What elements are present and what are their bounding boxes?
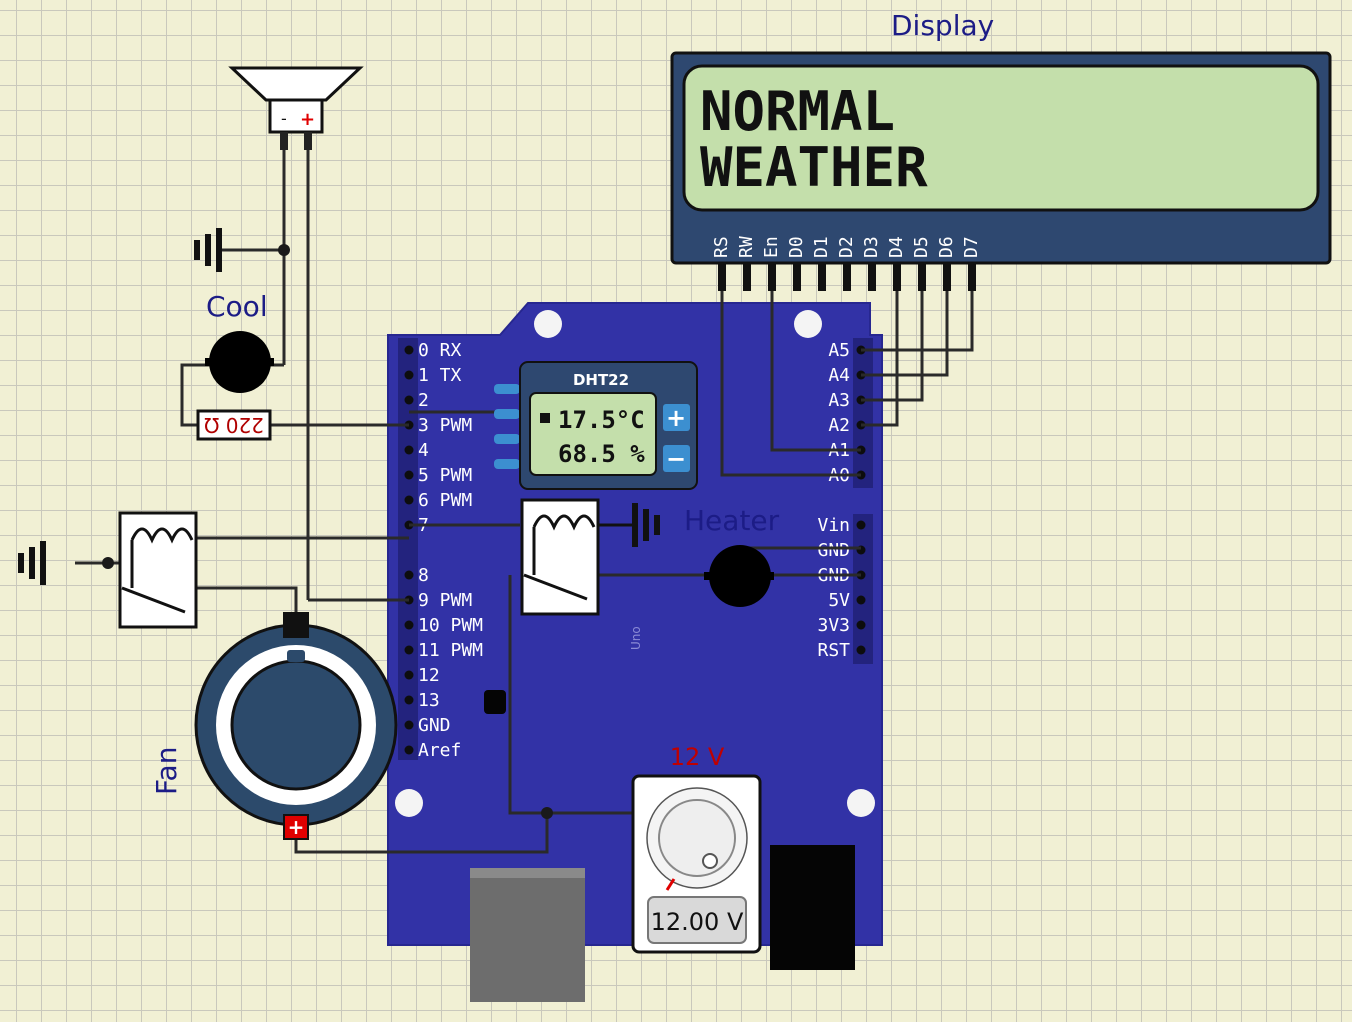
pin-label: 5 PWM [418,465,472,486]
cool-label: Cool [206,290,268,323]
lcd-pin-label: RS [711,236,732,258]
lcd-pin-label: D0 [786,236,807,258]
ground-icon [194,228,222,272]
dht22-humidity: 68.5 % [558,440,645,468]
lcd-pin-label: En [761,236,782,258]
pin-label: 5V [828,590,850,611]
dht22-temperature: 17.5°C [558,406,645,434]
pin-label: Vin [817,515,850,536]
voltage-title: 12 V [670,743,725,771]
lcd-pin-label: RW [736,236,757,258]
power-supply[interactable]: 12.00 V [631,774,762,954]
ground-icon [598,503,660,547]
pin-label: 12 [418,665,440,686]
fan-plus-terminal: + [288,815,305,839]
dht22-minus-button[interactable] [663,445,690,472]
pin-label: GND [817,540,850,561]
power-jack [770,845,855,970]
resistor[interactable]: 220 Ω [196,409,272,441]
pin-label: 9 PWM [418,590,472,611]
wire-junctions [102,244,553,819]
heater-label: Heater [684,504,780,537]
board-name: Uno [629,626,643,650]
digital-pin-labels: 0 RX 1 TX 2 3 PWM 4 5 PWM 6 PWM 7 8 9 PW… [418,340,483,761]
lcd-pin-label: D3 [861,236,882,258]
lcd-line-2: WEATHER [700,136,928,199]
dht22-plus-button[interactable] [663,404,690,431]
digital-pin-dots [404,345,414,755]
usb-connector [470,868,585,1002]
lcd-line-1: NORMAL [700,80,895,143]
heater-relay[interactable] [520,498,600,616]
analog-pin-labels: A5 A4 A3 A2 A1 A0 [828,340,850,486]
resistor-value: 220 Ω [204,413,264,437]
voltage-reading: 12.00 V [651,908,744,936]
pin-label: 8 [418,565,429,586]
lcd-pin-label: D1 [811,236,832,258]
lcd-pin-label: D4 [886,236,907,258]
lcd-pin-labels: RS RW En D0 D1 D2 D3 D4 D5 D6 D7 [711,236,982,258]
pin-label: 6 PWM [418,490,472,511]
button-chip[interactable] [484,690,506,714]
power-pin-labels: Vin GND GND 5V 3V3 RST [817,515,850,661]
pin-label: A3 [828,390,850,411]
analog-header [853,338,873,488]
fan[interactable]: + [194,612,398,840]
lcd-pin-legs [718,263,976,291]
pin-label: 2 [418,390,429,411]
voltage-knob[interactable] [658,799,736,877]
heater-motor[interactable] [704,545,774,607]
power-header [853,514,873,664]
cool-motor[interactable] [205,331,274,393]
pin-label: RST [817,640,850,661]
buzzer-minus: - [281,109,287,128]
pin-label: 13 [418,690,440,711]
pin-label: 10 PWM [418,615,483,636]
buzzer-plus: + [300,109,315,130]
usb-connector-edge [470,868,585,878]
lcd-display[interactable]: NORMAL WEATHER RS RW En D0 D1 D2 D3 D4 D… [670,51,1332,291]
pin-label: 3V3 [817,615,850,636]
fan-relay[interactable] [118,511,198,629]
pin-label: Aref [418,740,461,761]
dht22-plus-label: + [666,404,686,432]
lcd-pin-label: D7 [961,236,982,258]
display-label: Display [891,9,994,42]
wires [75,130,974,854]
lcd-pin-label: D6 [936,236,957,258]
pin-label: 11 PWM [418,640,483,661]
mount-hole [534,310,562,338]
pin-label: 1 TX [418,365,462,386]
mount-hole [847,789,875,817]
dht22-title: DHT22 [573,371,629,389]
pin-label: 0 RX [418,340,462,361]
pin-label: 3 PWM [418,415,472,436]
lcd-pin-label: D5 [911,236,932,258]
dht22-minus-label: − [666,445,686,473]
pin-label: 4 [418,440,429,461]
pin-label: A4 [828,365,850,386]
pin-label: A5 [828,340,850,361]
buzzer[interactable]: - + [228,66,364,150]
lcd-pin-label: D2 [836,236,857,258]
mount-hole [395,789,423,817]
dht22-sensor[interactable]: DHT22 17.5°C 68.5 % + − [494,361,698,490]
pin-label: GND [418,715,451,736]
ground-icon [18,541,46,585]
digital-header [398,338,418,760]
fan-label: Fan [150,747,183,795]
pin-label: A2 [828,415,850,436]
mount-hole [794,310,822,338]
